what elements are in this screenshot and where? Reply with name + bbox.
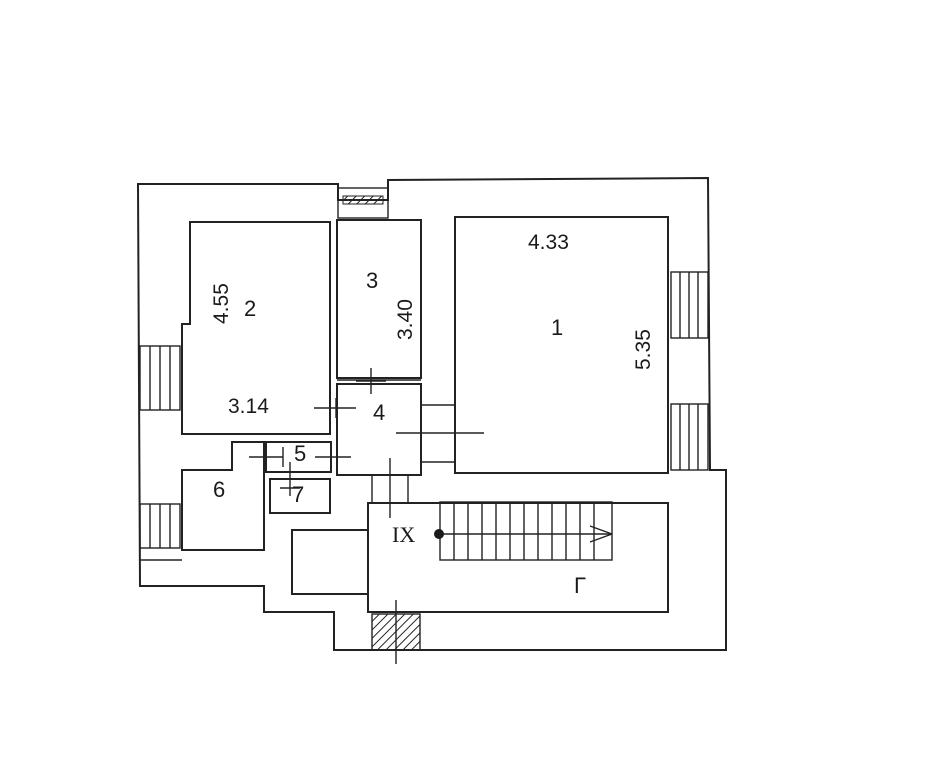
room-6 [181, 441, 265, 551]
room-6-label: 6 [213, 477, 225, 502]
room-2-height: 4.55 [210, 283, 233, 324]
stair-arrow [589, 525, 613, 535]
top-window [337, 187, 389, 219]
stair-start-dot [434, 529, 444, 539]
room-1-label: 1 [551, 315, 563, 340]
room-2-label: 2 [244, 296, 256, 321]
room-1-height: 5.35 [632, 329, 655, 370]
room-2-width: 3.14 [228, 395, 269, 418]
room-4 [336, 383, 422, 476]
room-5-label: 5 [294, 441, 306, 466]
stair-hall [367, 502, 669, 613]
room-3 [336, 219, 422, 379]
stair-letter: Г [574, 573, 586, 598]
door-marks [249, 368, 484, 518]
outer-wall [136, 176, 727, 651]
room-1 [454, 216, 669, 474]
room-7-label: 7 [292, 482, 304, 507]
room-7 [269, 478, 331, 514]
room-2 [181, 221, 331, 435]
room-1-width: 4.33 [528, 231, 569, 254]
room-3-height: 3.40 [394, 299, 417, 340]
bottom-entrance [371, 600, 421, 664]
room-4-label: 4 [373, 400, 385, 425]
staircase [439, 501, 613, 561]
room-3-label: 3 [366, 268, 378, 293]
stair-closet [291, 529, 369, 595]
stair-section-label: IX [392, 522, 415, 547]
stair-arrow [589, 533, 613, 543]
